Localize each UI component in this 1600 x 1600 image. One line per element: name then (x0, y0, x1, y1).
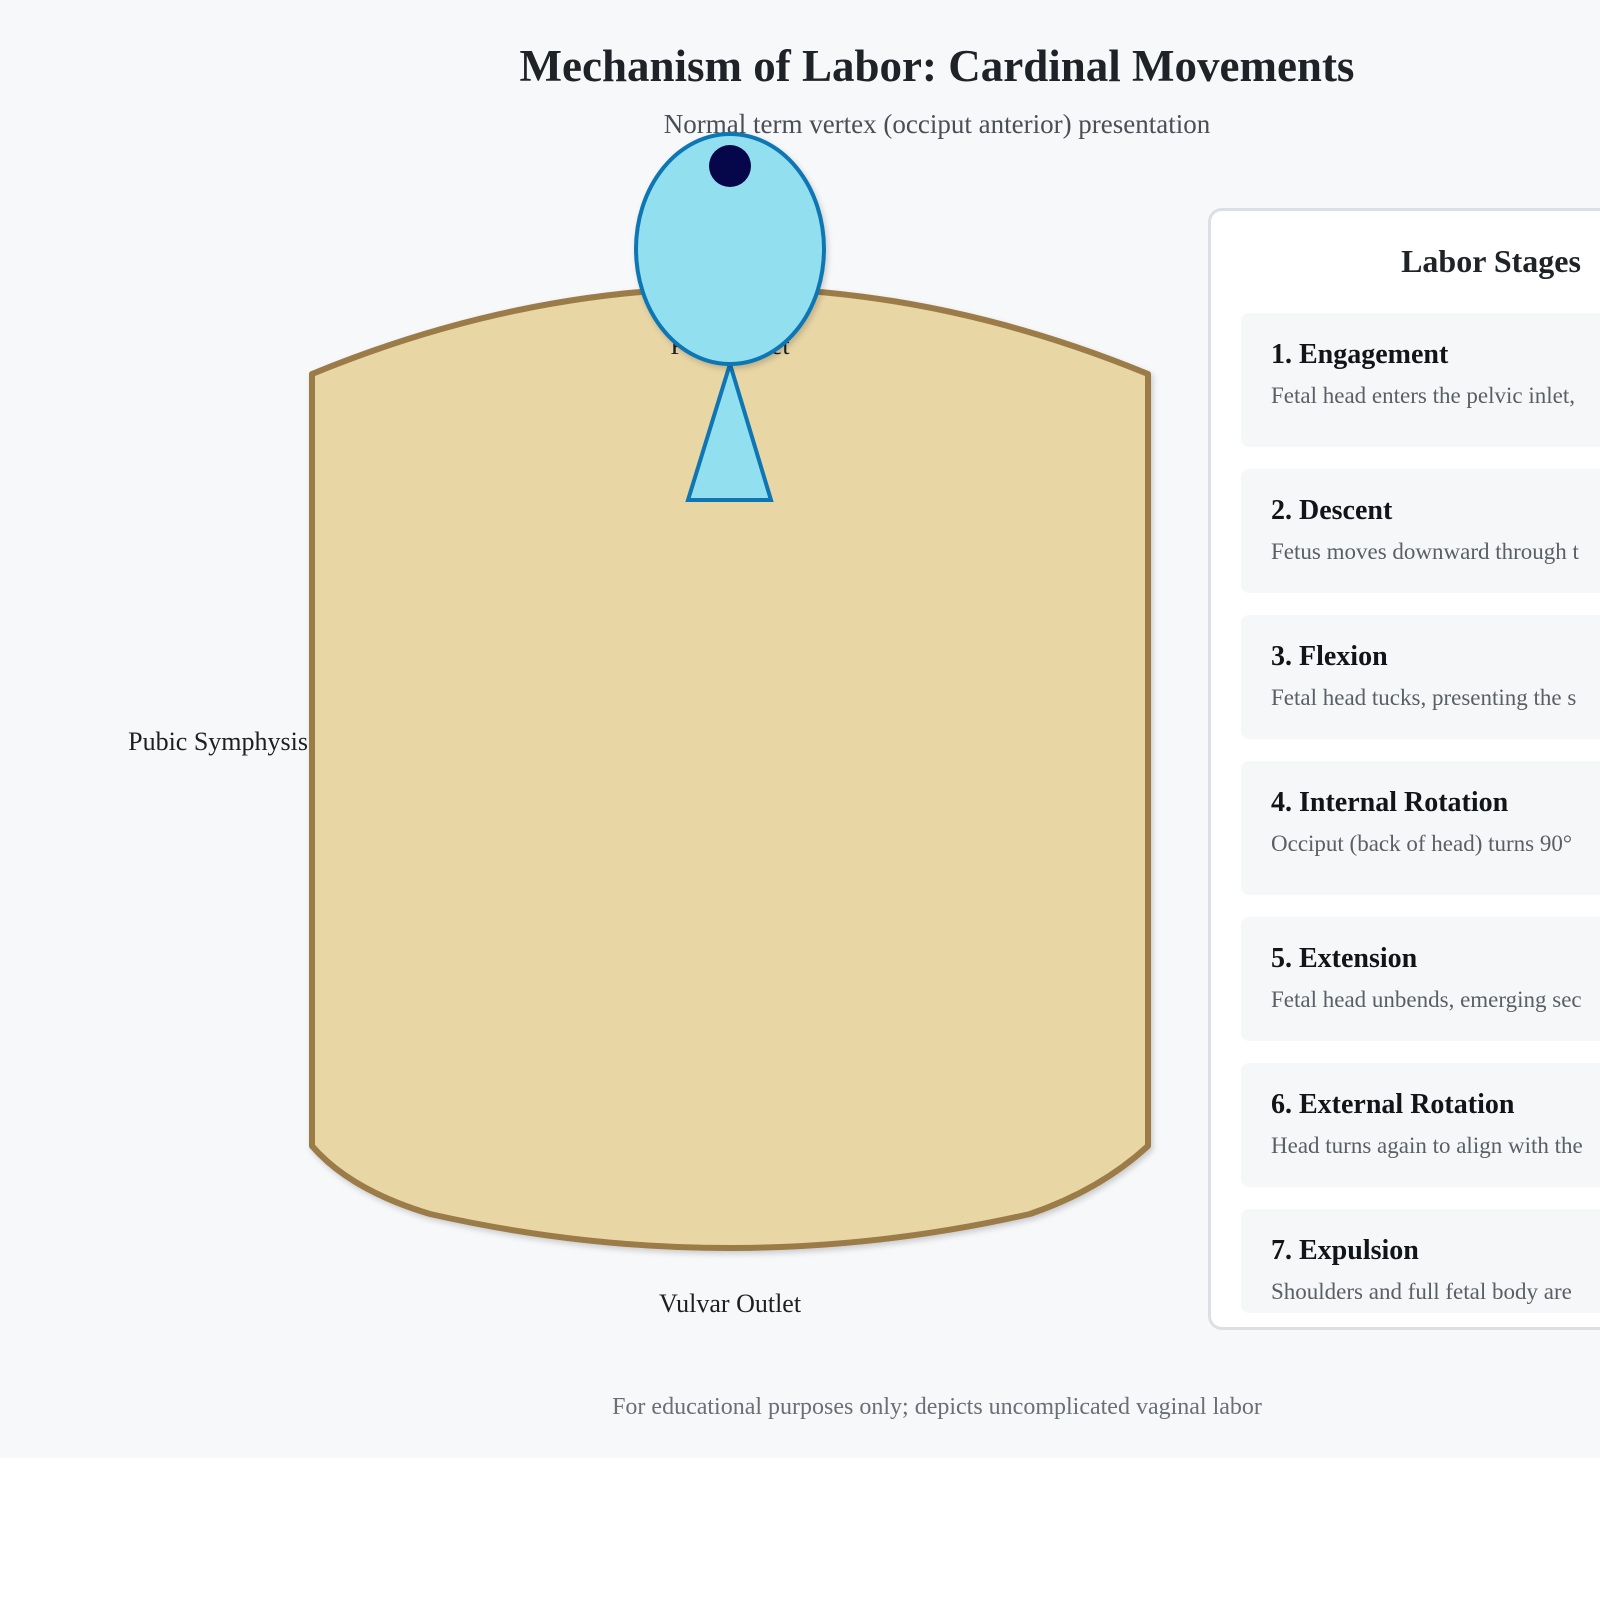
stage-name: 6. External Rotation (1271, 1089, 1515, 1120)
page-title: Mechanism of Labor: Cardinal Movements (519, 41, 1355, 91)
panel-title: Labor Stages (1401, 243, 1581, 279)
stage-name: 7. Expulsion (1271, 1235, 1419, 1266)
vulvar-outlet-label: Vulvar Outlet (659, 1289, 802, 1318)
occiput-marker (709, 145, 751, 187)
fetal-head (634, 132, 826, 366)
stage-card-internal-rotation: 4. Internal Rotation Occiput (back of he… (1241, 761, 1600, 895)
fetal-body (685, 357, 774, 502)
stage-description: Occiput (back of head) turns 90° (1271, 831, 1573, 856)
stage-name: 1. Engagement (1271, 339, 1449, 370)
stage-name: 4. Internal Rotation (1271, 787, 1509, 818)
stage-description: Fetal head unbends, emerging sec (1271, 987, 1582, 1012)
stage-description: Fetus moves downward through t (1271, 539, 1579, 564)
stage-card-extension: 5. Extension Fetal head unbends, emergin… (1241, 917, 1600, 1041)
labor-stages-panel: Labor Stages 1. Engagement Fetal head en… (1208, 208, 1600, 1330)
page-subtitle: Normal term vertex (occiput anterior) pr… (663, 109, 1211, 139)
stage-card-descent: 2. Descent Fetus moves downward through … (1241, 469, 1600, 593)
stage-name: 3. Flexion (1271, 641, 1388, 672)
stage-description: Fetal head tucks, presenting the s (1271, 685, 1577, 710)
pubic-symphysis-label: Pubic Symphysis (128, 727, 308, 756)
stage-description: Shoulders and full fetal body are (1271, 1279, 1572, 1304)
labor-diagram: Pelvic Inlet Pubic Symphysis Vulvar Outl… (128, 132, 1151, 1318)
page: Mechanism of Labor: Cardinal Movements N… (128, 41, 1600, 1420)
stage-description: Fetal head enters the pelvic inlet, (1271, 383, 1575, 408)
stage-name: 5. Extension (1271, 943, 1418, 974)
stage-card-flexion: 3. Flexion Fetal head tucks, presenting … (1241, 615, 1600, 739)
footer-note: For educational purposes only; depicts u… (612, 1394, 1262, 1420)
stage-card-external-rotation: 6. External Rotation Head turns again to… (1241, 1063, 1600, 1187)
stage-name: 2. Descent (1271, 495, 1393, 526)
stage-description: Head turns again to align with the (1271, 1133, 1583, 1158)
stage-card-engagement: 1. Engagement Fetal head enters the pelv… (1241, 313, 1600, 447)
stage-card-expulsion: 7. Expulsion Shoulders and full fetal bo… (1241, 1209, 1600, 1313)
